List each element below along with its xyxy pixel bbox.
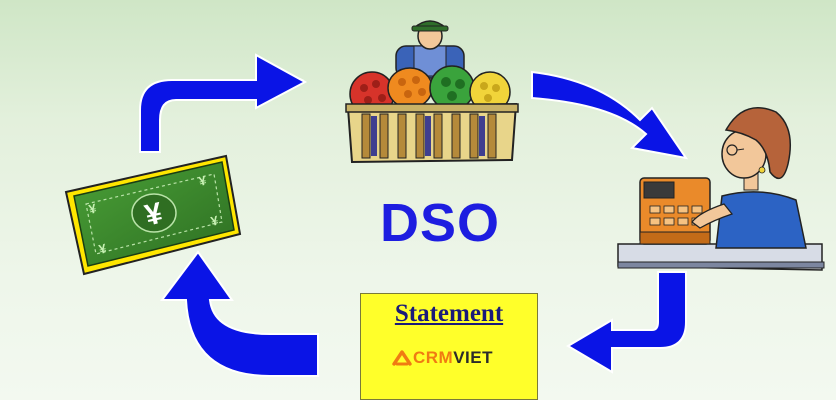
brand-text-crm: CRM — [413, 348, 454, 367]
banknote-corner-symbol-tl: ¥ — [87, 201, 98, 217]
arrow-statement-to-money — [160, 250, 319, 377]
brand-text-viet: VIET — [453, 348, 494, 367]
arrow-vendor-to-cashier — [531, 70, 689, 160]
arrow-cashier-to-statement — [566, 271, 687, 374]
arrow-money-to-vendor — [139, 53, 308, 153]
cashier-at-register-icon — [617, 107, 825, 271]
banknote-corner-symbol-br: ¥ — [209, 213, 220, 229]
brand-mark-icon — [392, 350, 412, 366]
banknote-center-symbol: ¥ — [142, 197, 166, 233]
statement-label: Statement — [394, 300, 504, 327]
banknote-corner-symbol-tr: ¥ — [197, 173, 208, 189]
dso-center-label: DSO — [379, 193, 501, 253]
vendor-with-produce-stall-icon — [345, 20, 519, 164]
yen-banknote-icon: ¥ ¥ ¥ ¥ ¥ — [64, 154, 242, 276]
banknote-corner-symbol-bl: ¥ — [97, 241, 108, 257]
